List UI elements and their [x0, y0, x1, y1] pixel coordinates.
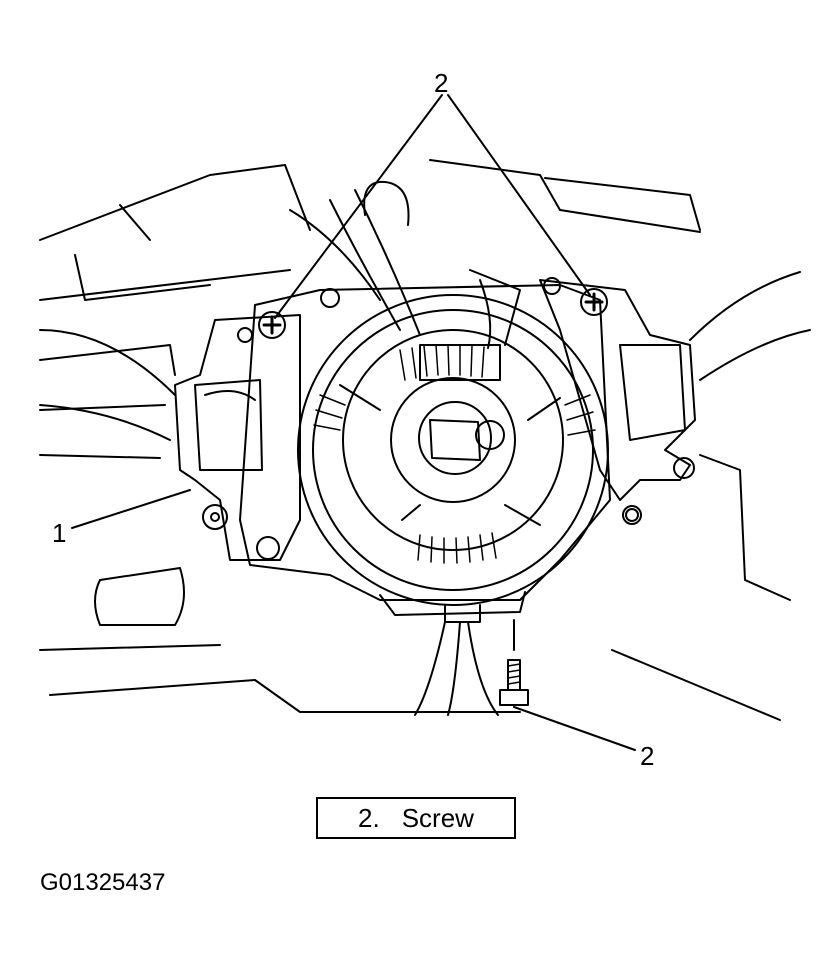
callout-leaders [72, 95, 635, 750]
clock-spring-body [298, 295, 608, 605]
mounting-plate [240, 285, 610, 600]
column-cover-outline [40, 160, 790, 720]
right-switch-housing [540, 278, 695, 524]
legend-box: 2. Screw [316, 797, 516, 839]
callout-bottom-screw: 2 [640, 741, 655, 771]
legend-label: Screw [401, 802, 474, 833]
wire-harness [290, 182, 520, 380]
figure-id: G01325437 [40, 869, 166, 896]
loose-screw [500, 660, 528, 705]
left-switch-housing [175, 315, 300, 560]
legend-number: 2. [358, 802, 380, 833]
bottom-connector [380, 592, 525, 715]
clock-spring-hatching [314, 345, 595, 563]
callout-part-1: 1 [52, 518, 67, 548]
left-stalk [40, 330, 184, 625]
callout-top-screws: 2 [434, 68, 449, 98]
housing-screws [238, 289, 638, 559]
right-stalk [690, 272, 810, 380]
